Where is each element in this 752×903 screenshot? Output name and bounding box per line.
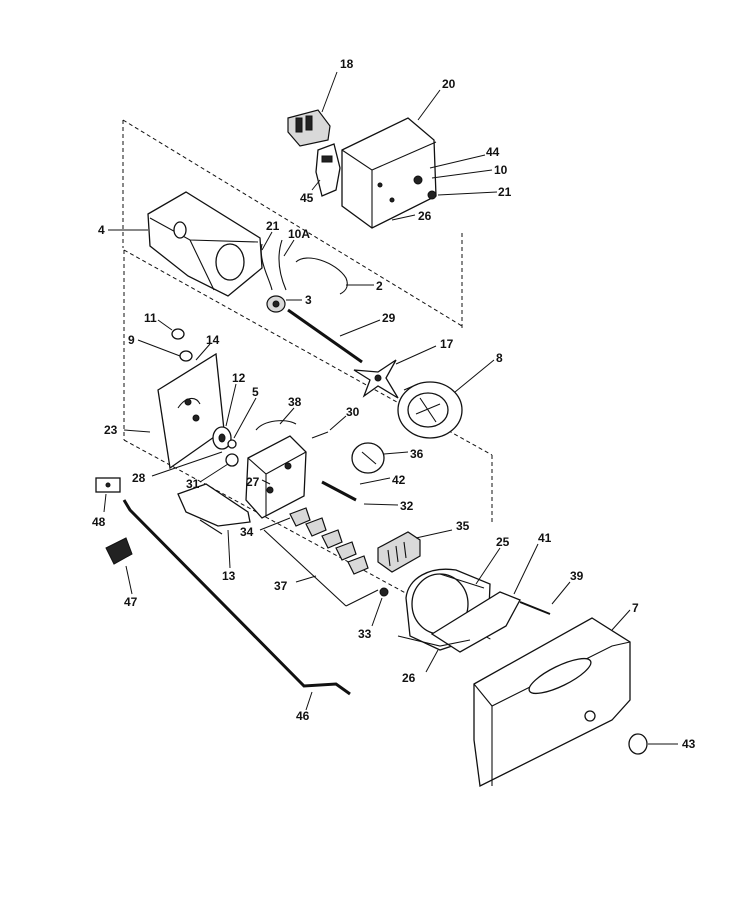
part-switch-45 bbox=[311, 143, 341, 197]
label-48: 48 bbox=[92, 515, 106, 529]
label-41: 41 bbox=[538, 531, 552, 545]
label-10a: 10A bbox=[288, 227, 310, 241]
part-clip-21a bbox=[260, 231, 273, 291]
label-8: 8 bbox=[496, 351, 503, 365]
label-35: 35 bbox=[456, 519, 470, 533]
label-23: 23 bbox=[104, 423, 118, 437]
part-housing-20 bbox=[341, 89, 498, 229]
part-blade-17 bbox=[353, 345, 437, 399]
label-32: 32 bbox=[400, 499, 414, 513]
label-25: 25 bbox=[496, 535, 510, 549]
label-3: 3 bbox=[305, 293, 312, 307]
part-switch-block-35 bbox=[377, 529, 453, 573]
label-4: 4 bbox=[98, 223, 105, 237]
part-cam-stack-37 bbox=[259, 507, 379, 607]
part-pin-5 bbox=[227, 397, 257, 449]
label-11: 11 bbox=[144, 311, 157, 325]
label-47: 47 bbox=[124, 595, 138, 609]
part-pin-32 bbox=[363, 503, 399, 506]
label-29: 29 bbox=[382, 311, 396, 325]
part-plate-23 bbox=[123, 352, 225, 470]
part-spring-38 bbox=[255, 407, 297, 431]
part-lever-13 bbox=[177, 483, 251, 569]
label-43: 43 bbox=[682, 737, 696, 751]
part-gear-3 bbox=[266, 295, 302, 313]
label-5: 5 bbox=[252, 385, 259, 399]
label-26a: 26 bbox=[418, 209, 432, 223]
part-knob-43 bbox=[628, 733, 678, 755]
label-28: 28 bbox=[132, 471, 146, 485]
part-screw-30 bbox=[311, 415, 347, 439]
part-wire-2 bbox=[295, 257, 374, 295]
label-45: 45 bbox=[300, 191, 314, 205]
part-dial-36 bbox=[351, 442, 409, 474]
label-42: 42 bbox=[392, 473, 406, 487]
part-bracket-41 bbox=[430, 543, 539, 653]
part-plate-14 bbox=[195, 343, 211, 361]
label-7: 7 bbox=[632, 601, 639, 615]
part-bracket-27 bbox=[245, 435, 307, 519]
assembly-outline-upper bbox=[122, 119, 463, 328]
label-17: 17 bbox=[440, 337, 454, 351]
label-31: 31 bbox=[186, 477, 200, 491]
label-21b: 21 bbox=[498, 185, 512, 199]
part-nut-28 bbox=[151, 451, 223, 477]
part-washer-11 bbox=[157, 319, 185, 340]
part-spring-10a bbox=[278, 239, 295, 291]
part-coupling-47 bbox=[105, 537, 133, 595]
part-shaft-42 bbox=[321, 477, 391, 502]
label-12: 12 bbox=[232, 371, 246, 385]
label-44: 44 bbox=[486, 145, 500, 159]
label-2: 2 bbox=[376, 279, 383, 293]
part-washer-31 bbox=[199, 453, 239, 483]
part-bracket-26b bbox=[397, 635, 471, 673]
label-46: 46 bbox=[296, 709, 310, 723]
label-33: 33 bbox=[358, 627, 372, 641]
label-38: 38 bbox=[288, 395, 302, 409]
part-nut-33 bbox=[371, 587, 389, 627]
part-tray-4 bbox=[108, 191, 263, 297]
part-labels: 18 20 44 10 21 45 26 4 21 10A 2 3 29 11 … bbox=[92, 57, 696, 751]
label-13: 13 bbox=[222, 569, 236, 583]
label-36: 36 bbox=[410, 447, 424, 461]
part-rod-46 bbox=[122, 499, 351, 711]
label-37: 37 bbox=[274, 579, 288, 593]
label-21a: 21 bbox=[266, 219, 280, 233]
label-10: 10 bbox=[494, 163, 508, 177]
part-connector-18 bbox=[287, 71, 338, 147]
part-wheel-8 bbox=[397, 359, 495, 439]
label-9: 9 bbox=[128, 333, 135, 347]
label-39: 39 bbox=[570, 569, 584, 583]
part-clip-48 bbox=[95, 477, 121, 513]
label-30: 30 bbox=[346, 405, 360, 419]
part-gear-12 bbox=[212, 383, 237, 450]
label-20: 20 bbox=[442, 77, 456, 91]
label-34: 34 bbox=[240, 525, 254, 539]
label-18: 18 bbox=[340, 57, 354, 71]
part-shaft-29 bbox=[287, 308, 381, 364]
label-26b: 26 bbox=[402, 671, 416, 685]
part-cover-7 bbox=[473, 609, 631, 787]
label-14: 14 bbox=[206, 333, 220, 347]
part-washer-9 bbox=[137, 339, 193, 362]
label-27: 27 bbox=[246, 475, 260, 489]
part-screw-39 bbox=[519, 581, 571, 615]
